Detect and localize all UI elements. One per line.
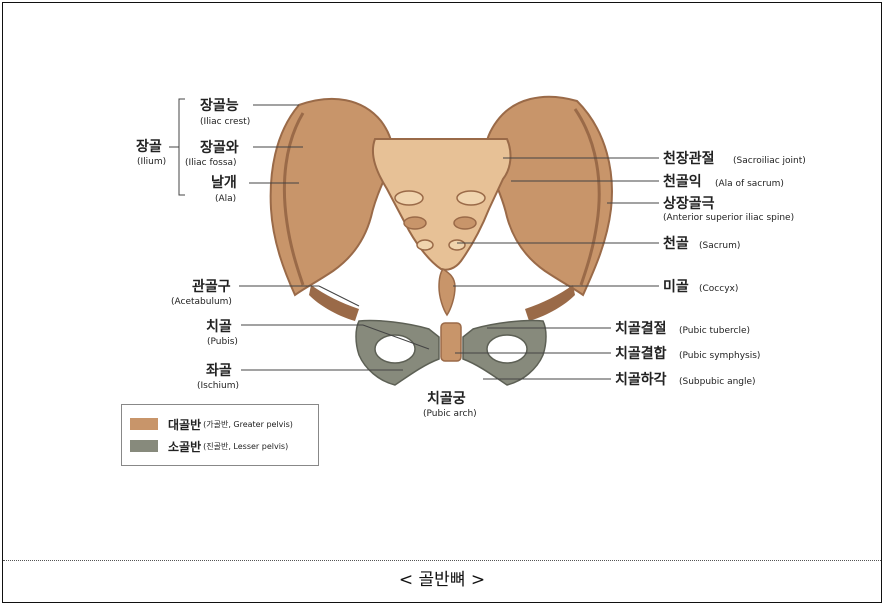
label-ilium-en: (Ilium): [137, 157, 166, 167]
legend-lesser-pelvis-ko: 소골반: [168, 438, 201, 455]
sacrum-shape: [373, 139, 511, 270]
label-iliac-fossa-en: (Iliac fossa): [185, 158, 237, 168]
label-pubic-arch-en: (Pubic arch): [423, 409, 477, 419]
sacral-foramen: [395, 191, 423, 205]
label-ala: 날개: [211, 175, 237, 191]
legend-greater-pelvis-en: (가골반, Greater pelvis): [203, 419, 293, 430]
label-acetabulum: 관골구: [192, 278, 231, 295]
sacral-foramen: [417, 240, 433, 250]
legend-item-greater-pelvis: 대골반 (가골반, Greater pelvis): [130, 415, 293, 433]
label-sacroiliac-joint-en: (Sacroiliac joint): [733, 156, 806, 166]
left-obturator-foramen: [375, 335, 415, 363]
label-ischium: 좌골: [206, 363, 232, 379]
label-sacrum-en: (Sacrum): [699, 241, 740, 251]
label-coccyx: 미골: [663, 279, 689, 295]
right-acetabulum-rim: [525, 285, 575, 321]
label-coccyx-en: (Coccyx): [699, 284, 738, 294]
sacral-foramen: [404, 217, 426, 229]
label-ala-of-sacrum: 천골익: [663, 173, 702, 190]
label-subpubic-angle-en: (Subpubic angle): [679, 377, 756, 387]
greater-pelvis-swatch: [130, 418, 158, 430]
label-asis-en: (Anterior superior iliac spine): [663, 213, 794, 223]
coccyx-shape: [439, 269, 455, 315]
label-pubis: 치골: [206, 319, 232, 335]
label-iliac-fossa: 장골와: [200, 139, 239, 156]
legend: 대골반 (가골반, Greater pelvis) 소골반 (진골반, Less…: [121, 404, 319, 466]
sacral-foramen: [457, 191, 485, 205]
left-ilium-shape: [271, 99, 393, 295]
legend-item-lesser-pelvis: 소골반 (진골반, Lesser pelvis): [130, 437, 288, 455]
right-ilium-shape: [485, 97, 612, 295]
label-sacroiliac-joint: 천장관절: [663, 150, 715, 167]
label-pubis-en: (Pubis): [207, 337, 238, 347]
pelvis-diagram: 장골능 (Iliac crest) 장골와 (Iliac fossa) 날개 (…: [3, 3, 881, 558]
caption-divider: [3, 560, 881, 561]
pelvis-diagram-area: 장골능 (Iliac crest) 장골와 (Iliac fossa) 날개 (…: [3, 3, 881, 558]
label-pubic-symphysis: 치골결합: [615, 345, 667, 362]
left-acetabulum-rim: [309, 285, 359, 321]
label-pubic-tubercle: 치골결절: [615, 320, 667, 337]
label-pubic-symphysis-en: (Pubic symphysis): [679, 351, 760, 361]
ilium-bracket: [179, 99, 185, 195]
legend-lesser-pelvis-en: (진골반, Lesser pelvis): [203, 441, 288, 452]
label-ilium: 장골: [136, 138, 162, 155]
label-asis: 상장골극: [663, 195, 715, 212]
sacral-foramen: [454, 217, 476, 229]
label-iliac-crest-en: (Iliac crest): [200, 117, 250, 127]
label-ala-of-sacrum-en: (Ala of sacrum): [715, 179, 784, 189]
label-iliac-crest: 장골능: [200, 97, 239, 114]
label-sacrum: 천골: [663, 236, 689, 252]
label-ischium-en: (Ischium): [197, 381, 239, 391]
label-acetabulum-en: (Acetabulum): [171, 297, 232, 307]
pubic-symphysis-shape: [441, 323, 461, 361]
figure-caption: < 골반뼈 >: [3, 565, 881, 590]
sacral-foramen: [449, 240, 465, 250]
label-ala-en: (Ala): [215, 194, 236, 204]
label-pubic-tubercle-en: (Pubic tubercle): [679, 326, 750, 336]
label-pubic-arch: 치골궁: [427, 391, 466, 407]
lesser-pelvis-swatch: [130, 440, 158, 452]
label-subpubic-angle: 치골하각: [615, 371, 667, 388]
right-obturator-foramen: [487, 335, 527, 363]
legend-greater-pelvis-ko: 대골반: [168, 416, 201, 433]
